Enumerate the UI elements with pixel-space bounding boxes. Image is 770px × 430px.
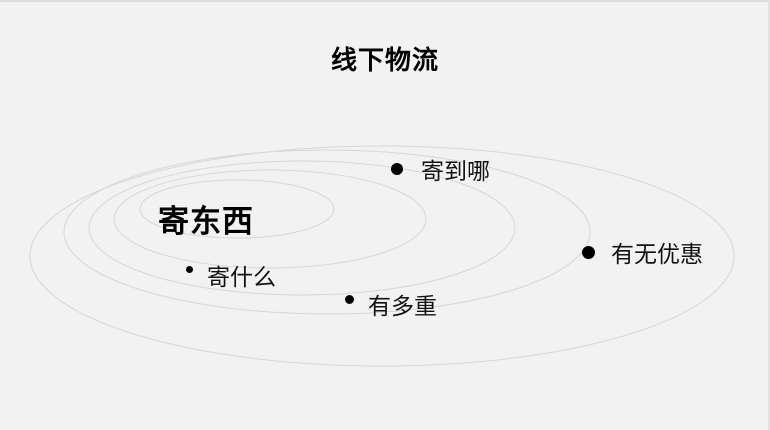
orbit-3 bbox=[88, 160, 516, 296]
top-border bbox=[0, 0, 770, 2]
bullet-dot-icon bbox=[345, 294, 354, 304]
point-item: 寄什么 bbox=[186, 258, 276, 292]
center-label: 寄东西 bbox=[158, 204, 254, 240]
point-label: 有无优惠 bbox=[611, 242, 703, 268]
point-destination: 寄到哪 bbox=[391, 152, 490, 186]
orbit-4 bbox=[113, 169, 427, 269]
point-discount: 有无优惠 bbox=[582, 235, 703, 269]
point-label: 寄到哪 bbox=[421, 159, 490, 185]
orbit-1 bbox=[29, 145, 735, 367]
bullet-dot-icon bbox=[186, 265, 193, 273]
point-label: 有多重 bbox=[368, 294, 437, 320]
page-title: 线下物流 bbox=[330, 46, 439, 76]
point-label: 寄什么 bbox=[207, 265, 276, 291]
bullet-dot-icon bbox=[582, 245, 595, 259]
orbit-5 bbox=[139, 179, 335, 239]
orbit-2 bbox=[63, 149, 591, 315]
point-weight: 有多重 bbox=[345, 287, 437, 321]
right-border bbox=[768, 0, 770, 430]
bullet-dot-icon bbox=[391, 163, 403, 175]
